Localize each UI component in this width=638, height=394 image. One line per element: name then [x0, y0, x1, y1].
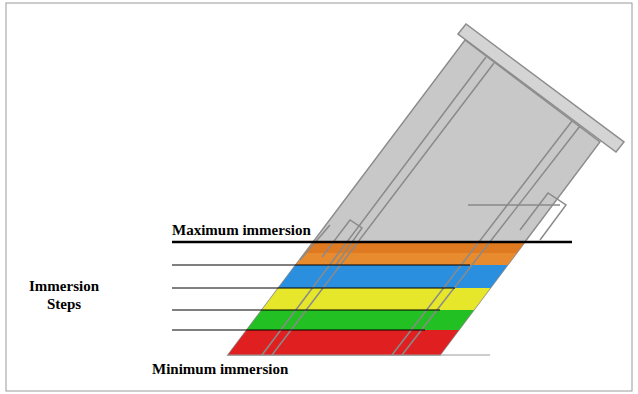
steps-label: Immersion Steps [14, 277, 114, 313]
immersion-bands [150, 242, 638, 355]
level-lines [172, 242, 572, 355]
level-label: Maximum immersion [172, 221, 311, 239]
holder-cap [458, 24, 624, 152]
level-label: Minimum immersion [152, 360, 288, 378]
